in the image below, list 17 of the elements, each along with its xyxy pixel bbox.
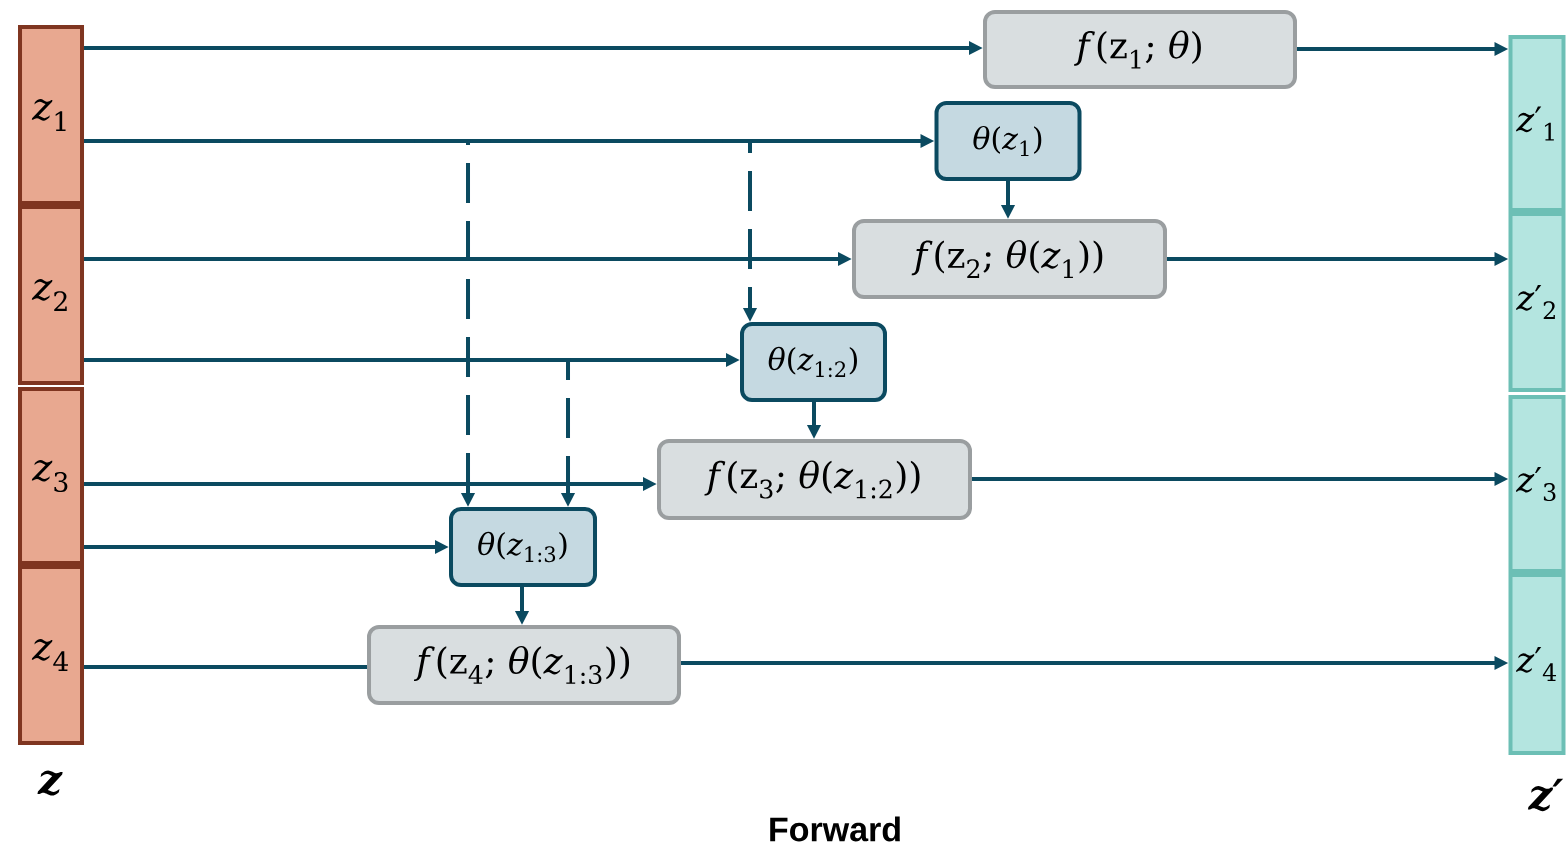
input-cell: z$_{2}$ (18, 205, 84, 385)
caption: Forward (770, 816, 900, 842)
input-cell: z$_{3}$ (18, 387, 84, 565)
connector-line (84, 665, 367, 669)
parameter-box: θ(z$_{1}$) (934, 101, 1082, 181)
parameter-box: θ(z$_{1:2}$) (740, 322, 887, 402)
function-box: f(z$_{3}$; θ(z$_{1:2}$)) (657, 439, 972, 520)
output-cell: z′$_{2}$ (1508, 212, 1566, 392)
input-cell: z$_{4}$ (18, 565, 84, 745)
output-cell: z′$_{3}$ (1508, 395, 1566, 573)
function-box: f(z$_{4}$; θ(z$_{1:3}$)) (367, 625, 681, 705)
output-cell: z′$_{1}$ (1508, 35, 1566, 212)
input-cell: z$_{1}$ (18, 25, 84, 205)
function-box: f(z$_{2}$; θ(z$_{1}$)) (852, 219, 1167, 299)
function-box: f(z$_{1}$; θ) (983, 10, 1297, 89)
output-cell: z′$_{4}$ (1508, 573, 1566, 755)
parameter-box: θ(z$_{1:3}$) (449, 507, 597, 587)
